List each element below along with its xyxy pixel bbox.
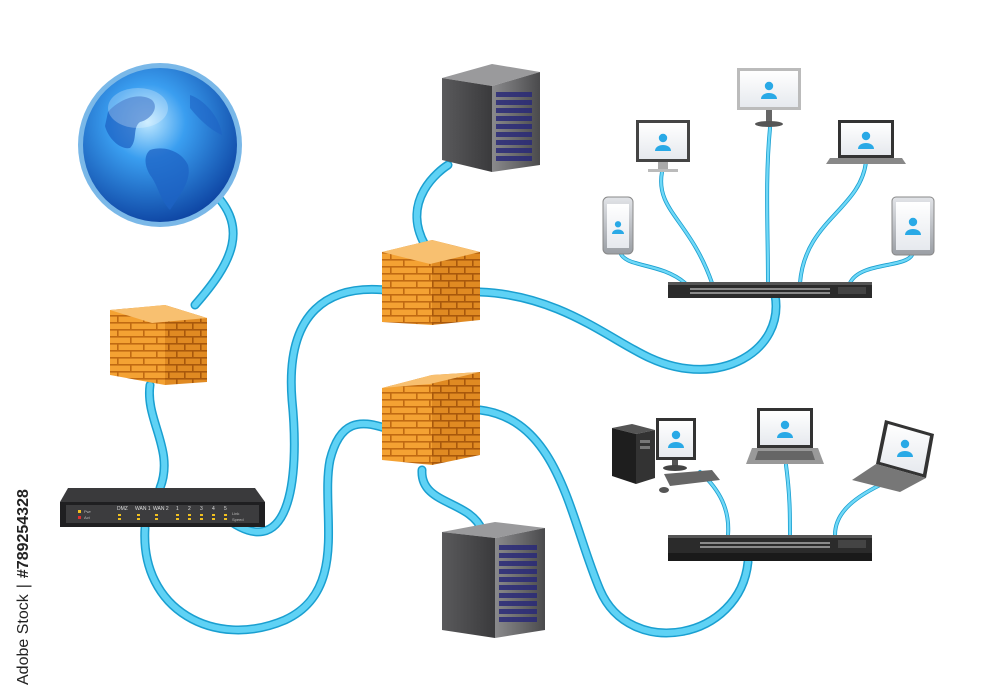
server-icon xyxy=(442,522,545,638)
desktop-monitor-icon xyxy=(737,68,801,127)
router-port-label: WAN 2 xyxy=(153,506,169,512)
cable-firewall-switch-top xyxy=(475,287,781,374)
router-icon: Pwr Act DMZ WAN 1 WAN 2 1 2 3 4 5 Link S… xyxy=(60,488,265,527)
router-port-label: 1 xyxy=(176,506,179,512)
keyboard-icon xyxy=(659,470,720,493)
router-port-label: WAN 1 xyxy=(135,506,151,512)
firewall-icon xyxy=(382,372,480,465)
router-port-label: 4 xyxy=(212,506,215,512)
laptop-icon xyxy=(746,408,824,464)
stock-watermark-text: Adobe Stock|#789254328 xyxy=(15,489,32,685)
router-led-label: Act xyxy=(84,515,91,520)
router-led-label: Link xyxy=(232,511,239,516)
router-port-label: 5 xyxy=(224,506,227,512)
cables xyxy=(140,126,914,638)
router-led-label: Pwr xyxy=(84,509,92,514)
desktop-monitor-icon xyxy=(636,120,690,172)
laptop-icon xyxy=(826,120,906,164)
laptop-icon xyxy=(852,420,934,492)
network-switch-icon xyxy=(668,282,872,298)
router-port-label: 2 xyxy=(188,506,191,512)
router-led-label: Speed xyxy=(232,517,244,522)
router-port-label: DMZ xyxy=(117,506,128,512)
desktop-tower-icon xyxy=(612,424,655,484)
smartphone-icon xyxy=(602,196,634,255)
firewall-icon xyxy=(382,240,480,325)
desktop-monitor-icon xyxy=(656,418,696,471)
router-port-label: 3 xyxy=(200,506,203,512)
firewall-icon xyxy=(110,305,207,385)
server-icon xyxy=(442,64,540,172)
network-switch-icon xyxy=(668,535,872,561)
globe-icon xyxy=(78,63,242,227)
tablet-icon xyxy=(891,196,935,256)
